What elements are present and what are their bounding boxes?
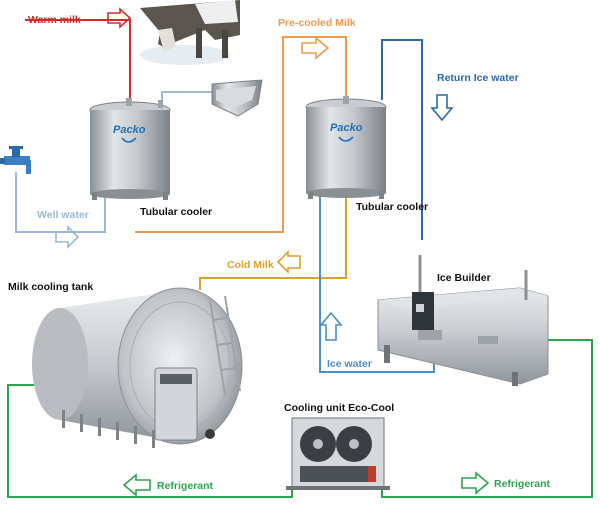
ice-builder-label: Ice Builder [437, 272, 491, 284]
refrigerant-left-label: Refrigerant [157, 480, 214, 492]
return-ice-water-arrow-icon [430, 94, 454, 122]
trough-image [211, 79, 263, 117]
packo-logo-1: Packo [113, 124, 146, 136]
pre-cooled-milk-arrow-icon [301, 36, 330, 60]
well-water-arrow-icon [55, 225, 80, 249]
return-ice-water-pipe [381, 39, 423, 240]
well-water-label: Well water [37, 209, 89, 221]
pre-cooled-milk-label: Pre-cooled Milk [278, 17, 356, 29]
tubular-cooler-2 [305, 96, 387, 199]
tubular-cooler-1 [89, 98, 171, 200]
water-tap-icon [0, 146, 31, 174]
pre-cooled-milk-pipe [135, 36, 347, 233]
warm-milk-arrow-icon [107, 7, 132, 29]
packo-swoosh-1-icon [121, 137, 137, 143]
ice-water-label: Ice water [327, 358, 372, 370]
refrigerant-right-label: Refrigerant [494, 478, 551, 490]
tubular-cooler-2-label: Tubular cooler [356, 201, 428, 213]
return-ice-water-label: Return Ice water [437, 72, 519, 84]
cold-milk-pipe [199, 196, 347, 290]
ice-builder [377, 255, 549, 386]
cold-milk-label: Cold Milk [227, 259, 274, 271]
compressor-image [286, 417, 390, 490]
warm-milk-pipe [25, 19, 131, 102]
milk-cooling-tank-label: Milk cooling tank [8, 281, 93, 293]
cow-image [140, 0, 240, 65]
packo-swoosh-2-icon [338, 136, 354, 142]
refrigerant-left-arrow-icon [122, 473, 151, 497]
cold-milk-arrow-icon [276, 250, 301, 274]
cooling-unit-label: Cooling unit Eco-Cool [284, 402, 394, 414]
warm-milk-label: Warm milk [28, 14, 81, 26]
trough-pipe [161, 91, 212, 100]
refrigerant-pipe [7, 339, 593, 498]
ice-water-arrow-icon [319, 311, 343, 341]
packo-logo-2: Packo [330, 122, 363, 134]
milk-cooling-tank [32, 287, 243, 448]
refrigerant-right-arrow-icon [461, 471, 490, 495]
tubular-cooler-1-label: Tubular cooler [140, 206, 212, 218]
